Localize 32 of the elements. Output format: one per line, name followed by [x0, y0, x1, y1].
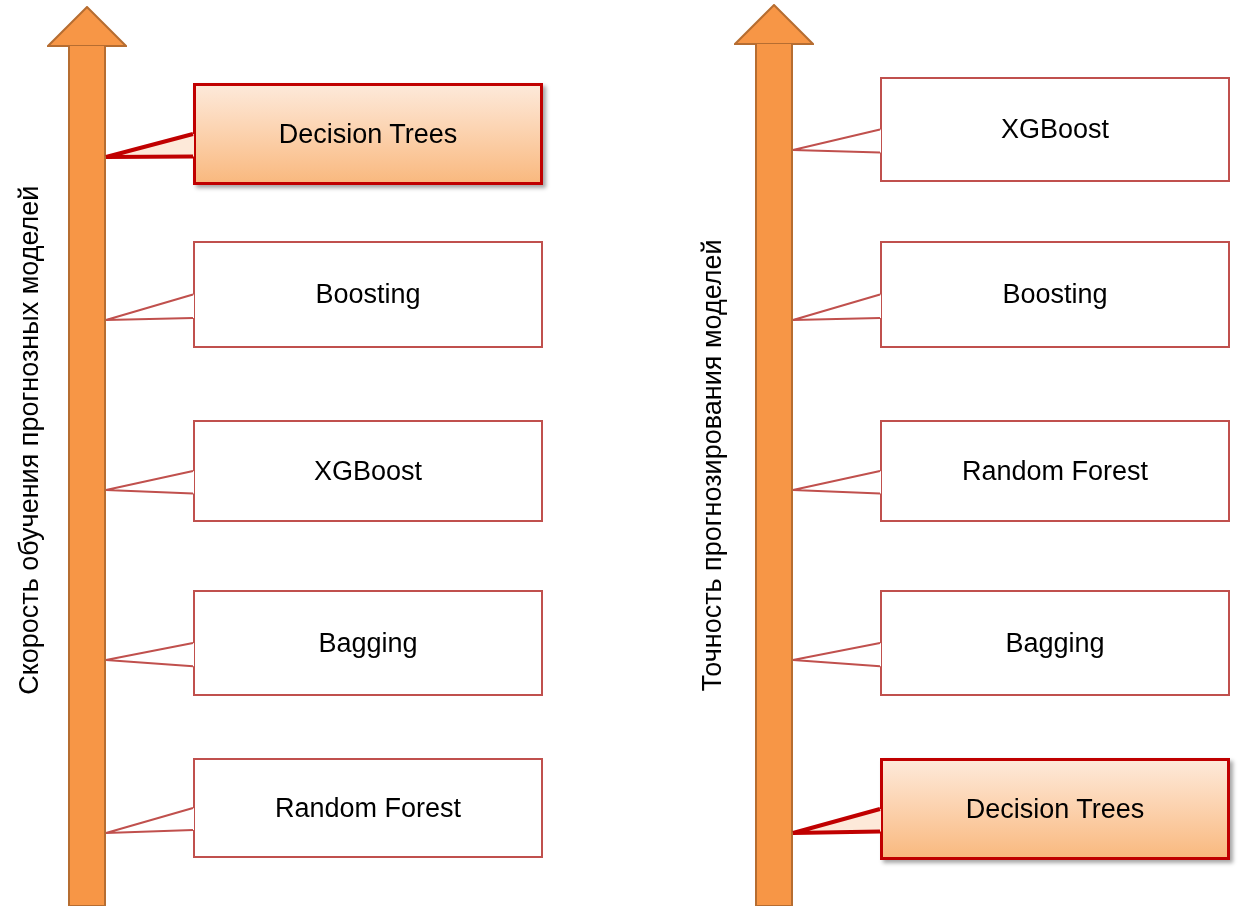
model-name: Bagging [1005, 626, 1105, 660]
model-name: Boosting [1002, 278, 1108, 312]
axis-title: Точность прогнозирования моделей [695, 239, 728, 691]
callout-box [880, 590, 1230, 696]
model-name: Bagging [318, 626, 418, 660]
model-name: Decision Trees [278, 117, 458, 151]
callout-box [193, 241, 543, 348]
callout-pointer [792, 293, 881, 321]
callout-pointer [792, 128, 881, 154]
callout-pointer [105, 807, 194, 834]
axis-title: Скорость обучения прогнозных моделей [13, 185, 46, 695]
callout-box [193, 590, 543, 696]
callout-box [880, 758, 1230, 860]
callout-box [880, 420, 1230, 522]
callout-pointer [792, 470, 881, 495]
model-name: XGBoost [313, 454, 423, 488]
callout-pointer [105, 293, 194, 321]
model-name: Boosting [315, 278, 421, 312]
callout-pointer [791, 807, 882, 835]
model-name: XGBoost [1000, 113, 1110, 147]
callout-box [880, 77, 1230, 182]
callout-box [193, 420, 543, 522]
callout-pointer [792, 642, 881, 668]
callout-box [193, 83, 543, 185]
callout-pointer [104, 132, 195, 159]
callout-pointer [105, 470, 194, 495]
callout-box [193, 758, 543, 858]
callout-pointer [105, 642, 194, 668]
callout-box [880, 241, 1230, 348]
model-name: Decision Trees [965, 792, 1145, 826]
model-name: Random Forest [274, 791, 462, 825]
model-name: Random Forest [961, 454, 1149, 488]
